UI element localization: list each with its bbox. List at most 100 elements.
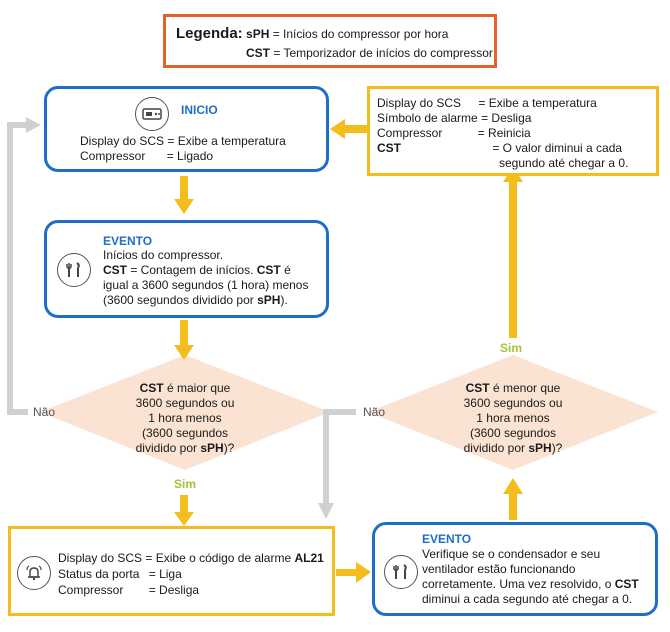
- dr-sph: sPH: [528, 441, 552, 455]
- decision-diamond-right: [368, 355, 658, 470]
- label-nao-right: Não: [363, 405, 386, 419]
- decision-right-text: CST é menor que 3600 segundos ou 1 hora …: [433, 381, 593, 456]
- alarm-box: Display do SCS = Exibe o código de alarm…: [8, 526, 335, 616]
- dr-l5: dividido por: [463, 441, 529, 455]
- evento2-line1: Verifique se o condensador e seu: [422, 547, 601, 561]
- alarm-line-door: Status da porta = Liga: [58, 567, 182, 582]
- dr-l1: é menor que: [489, 381, 561, 395]
- reset-box: Display do SCS = Exibe a temperatura Sím…: [367, 86, 659, 176]
- reset-compressor-key: Compressor: [377, 126, 443, 140]
- evento1-line2: CST = Contagem de inícios. CST é: [103, 263, 291, 278]
- evento2-line3-text: corretamente. Uma vez resolvido, o: [422, 577, 615, 591]
- dl-l5: dividido por: [135, 441, 201, 455]
- evento2-cst: CST: [614, 577, 639, 591]
- evento-compressor-box: EVENTO Inícios do compressor. CST = Cont…: [44, 220, 329, 318]
- legend-cst-text: = Temporizador de inícios do compressor: [270, 46, 493, 60]
- label-nao-left: Não: [33, 405, 56, 419]
- legend-box: Legenda: sPH = Inícios do compressor por…: [163, 14, 497, 68]
- inicio-compressor-value: = Ligado: [166, 149, 214, 163]
- evento1-line2-end: é: [280, 263, 291, 277]
- alarm-bell-icon: [17, 556, 51, 590]
- tools-icon: [384, 555, 418, 589]
- evento2-line3: corretamente. Uma vez resolvido, o CST: [422, 577, 639, 592]
- evento1-cst-2: CST: [256, 263, 281, 277]
- reset-compressor-value: = Reinicia: [477, 126, 531, 140]
- inicio-box: INICIO Display do SCS = Exibe a temperat…: [44, 86, 329, 172]
- inicio-display-key: Display do SCS: [80, 134, 165, 148]
- reset-line-display: Display do SCS = Exibe a temperatura: [377, 96, 597, 111]
- legend-label: Legenda:: [176, 25, 243, 42]
- inicio-display-value: = Exibe a temperatura: [167, 134, 286, 148]
- alarm-door-key: Status da porta: [58, 567, 140, 581]
- inicio-line-display: Display do SCS = Exibe a temperatura: [80, 134, 286, 149]
- evento1-sph: sPH: [257, 293, 281, 307]
- legend-line-cst: CST = Temporizador de inícios do compres…: [246, 46, 493, 60]
- arrow-reset-to-inicio: [343, 125, 368, 133]
- alarm-line-compressor: Compressor = Desliga: [58, 583, 199, 598]
- reset-line-alarm: Símbolo de alarme = Desliga: [377, 111, 531, 126]
- inicio-title: INICIO: [181, 103, 218, 117]
- evento1-line4-text: (3600 segundos dividido por: [103, 293, 258, 307]
- dr-l4: (3600 segundos: [469, 426, 557, 440]
- evento2-line4: diminui a cada segundo até chegar a 0.: [422, 592, 633, 606]
- evento1-line4: (3600 segundos dividido por sPH).: [103, 293, 288, 308]
- alarm-compressor-value: = Desliga: [148, 583, 200, 597]
- label-sim-right: Sim: [500, 341, 523, 355]
- tools-icon: [57, 253, 91, 287]
- dl-cst: CST: [139, 381, 164, 395]
- dl-l4: (3600 segundos: [141, 426, 229, 440]
- alarm-line-display: Display do SCS = Exibe o código de alarm…: [58, 551, 324, 566]
- arrow-inicio-to-evento: [180, 176, 188, 201]
- arrow-evento2-to-diamond: [509, 492, 517, 520]
- dl-l2: 3600 segundos ou: [135, 396, 235, 410]
- reset-cst-value: = O valor diminui a cada: [492, 141, 623, 155]
- evento2-title: EVENTO: [422, 532, 472, 546]
- decision-left-text: CST é maior que 3600 segundos ou 1 hora …: [105, 381, 265, 456]
- evento1-cst-1: CST: [103, 263, 127, 277]
- evento1-line4-end: ).: [280, 293, 288, 307]
- label-sim-left: Sim: [174, 477, 197, 491]
- arrow-nao-right: [323, 409, 356, 505]
- arrow-evento-to-diamond: [180, 320, 188, 347]
- dr-cst: CST: [465, 381, 490, 395]
- alarm-compressor-key: Compressor: [58, 583, 124, 597]
- reset-display-value: = Exibe a temperatura: [478, 96, 597, 110]
- legend-sph-text: = Inícios do compressor por hora: [269, 27, 449, 41]
- evento1-line3: igual a 3600 segundos (1 hora) menos: [103, 278, 309, 292]
- alarm-door-value: = Liga: [148, 567, 182, 581]
- dr-l3: 1 hora menos: [476, 411, 550, 425]
- dl-l3: 1 hora menos: [148, 411, 222, 425]
- evento1-title: EVENTO: [103, 234, 153, 248]
- dl-l5-end: )?: [223, 441, 235, 455]
- evento2-line2: ventilador estão funcionando: [422, 562, 576, 576]
- arrow-diamond-to-reset: [509, 180, 517, 338]
- reset-alarm-value: = Desliga: [481, 111, 532, 125]
- legend-cst-key: CST: [246, 46, 270, 60]
- reset-alarm-key: Símbolo de alarme: [377, 111, 478, 125]
- decision-diamond-left: [40, 355, 330, 470]
- dr-l2: 3600 segundos ou: [463, 396, 563, 410]
- alarm-code: AL21: [294, 551, 324, 565]
- inicio-compressor-key: Compressor: [80, 149, 146, 163]
- reset-line-compressor: Compressor = Reinicia: [377, 126, 531, 141]
- controller-display-icon: [135, 97, 169, 131]
- reset-cst-key: CST: [377, 141, 401, 155]
- dr-l5-end: )?: [551, 441, 563, 455]
- inicio-line-compressor: Compressor = Ligado: [80, 149, 213, 164]
- dl-l1: é maior que: [163, 381, 231, 395]
- evento1-line1: Inícios do compressor.: [103, 248, 224, 262]
- alarm-display-key: Display do SCS: [58, 551, 143, 565]
- legend-sph-key: sPH: [246, 27, 270, 41]
- reset-display-key: Display do SCS: [377, 96, 462, 110]
- evento-condensador-box: EVENTO Verifique se o condensador e seu …: [372, 522, 658, 616]
- arrow-sim-to-alarm: [180, 495, 188, 515]
- alarm-display-value: = Exibe o código de alarme: [145, 551, 295, 565]
- dl-sph: sPH: [200, 441, 224, 455]
- reset-line-cst: CST = O valor diminui a cada: [377, 141, 622, 156]
- evento1-line2-text: = Contagem de inícios.: [127, 263, 257, 277]
- arrow-nao-left: [7, 122, 28, 415]
- legend-line-sph: Legenda: sPH = Inícios do compressor por…: [176, 25, 448, 42]
- reset-line-cst-cont: segundo até chegar a 0.: [499, 156, 629, 170]
- arrow-alarm-to-evento2: [336, 569, 358, 576]
